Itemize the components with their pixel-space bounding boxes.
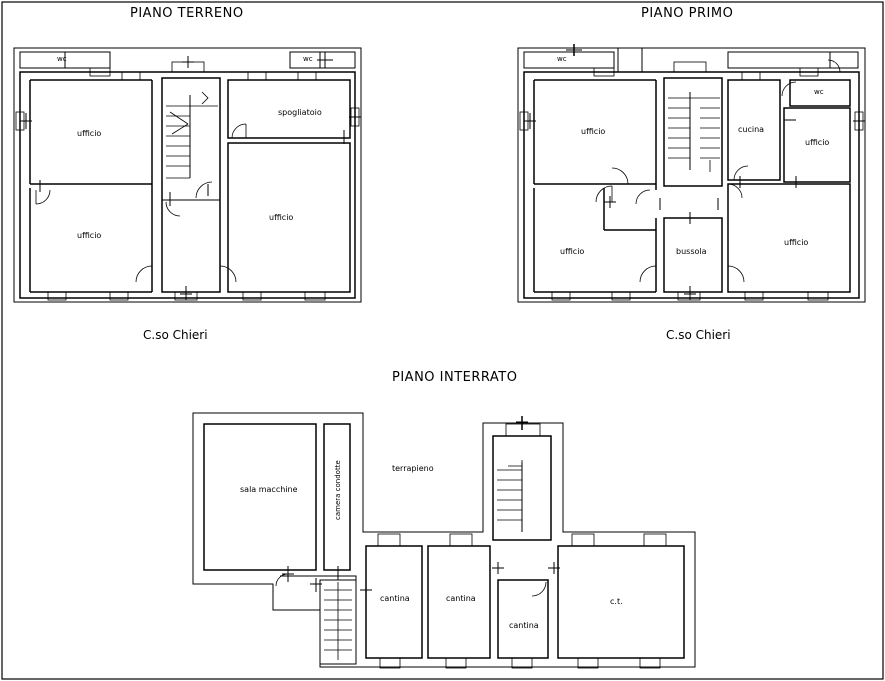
ground-floor-street-label: C.so Chieri bbox=[143, 328, 208, 342]
room-label-vestibule: bussola bbox=[676, 247, 707, 256]
room-label-wc: wc bbox=[814, 88, 824, 96]
room-label-office: ufficio bbox=[581, 127, 605, 136]
basement-labels: sala macchine camera condotte terrapieno… bbox=[240, 460, 623, 630]
room-label-cellar: cantina bbox=[509, 621, 539, 630]
room-label-cellar: cantina bbox=[446, 594, 476, 603]
room-label-office: ufficio bbox=[784, 238, 808, 247]
room-label-wc: wc bbox=[57, 55, 67, 63]
room-label-duct-chamber: camera condotte bbox=[334, 460, 342, 520]
room-label-office: ufficio bbox=[805, 138, 829, 147]
first-floor-plan bbox=[517, 44, 866, 303]
ground-floor-title: PIANO TERRENO bbox=[130, 6, 244, 21]
room-label-embankment: terrapieno bbox=[392, 464, 434, 473]
basement-title: PIANO INTERRATO bbox=[392, 370, 518, 385]
room-label-office: ufficio bbox=[77, 231, 101, 240]
room-label-office: ufficio bbox=[77, 129, 101, 138]
first-floor-labels: wc wc ufficio cucina ufficio ufficio bus… bbox=[557, 55, 829, 256]
room-label-cellar: cantina bbox=[380, 594, 410, 603]
room-label-kitchen: cucina bbox=[738, 125, 764, 134]
basement-plan bbox=[192, 412, 696, 669]
first-floor-street-label: C.so Chieri bbox=[666, 328, 731, 342]
ground-floor-labels: wc wc ufficio ufficio spogliatoio uffici… bbox=[57, 55, 322, 240]
ground-floor-plan bbox=[13, 47, 362, 303]
room-label-wc: wc bbox=[303, 55, 313, 63]
first-floor-title: PIANO PRIMO bbox=[641, 6, 734, 21]
room-label-office: ufficio bbox=[269, 213, 293, 222]
room-label-boiler-room: c.t. bbox=[610, 597, 623, 606]
room-label-changing-room: spogliatoio bbox=[278, 108, 322, 117]
room-label-machine-room: sala macchine bbox=[240, 485, 298, 494]
room-label-office: ufficio bbox=[560, 247, 584, 256]
room-label-wc: wc bbox=[557, 55, 567, 63]
